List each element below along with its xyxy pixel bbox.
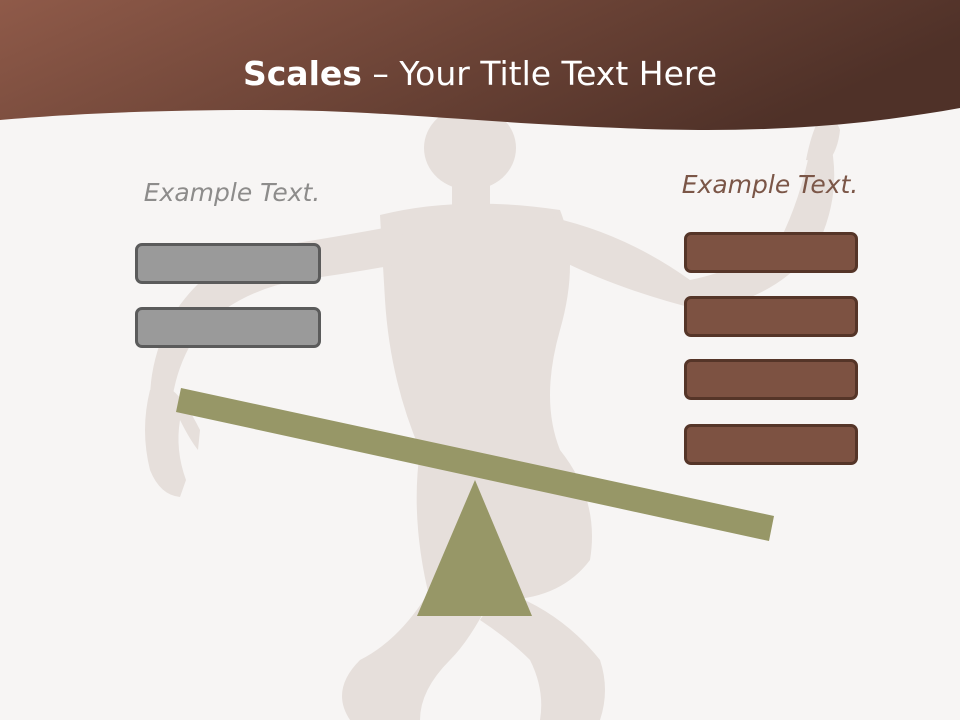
right-example-label: Example Text. [681, 170, 859, 199]
title-bold-part: Scales [242, 54, 362, 93]
right-item-box-2 [684, 296, 858, 337]
scale-beam [176, 388, 774, 541]
left-example-label: Example Text. [143, 178, 321, 207]
slide-title: Scales – Your Title Text Here [0, 52, 960, 96]
right-item-box-3 [684, 359, 858, 400]
right-item-box-1 [684, 232, 858, 273]
header-banner [0, 0, 960, 130]
left-item-box-1 [135, 243, 321, 284]
left-item-box-2 [135, 307, 321, 348]
scale-fulcrum [417, 480, 532, 616]
title-text-part: – Your Title Text Here [361, 54, 718, 93]
right-item-box-4 [684, 424, 858, 465]
